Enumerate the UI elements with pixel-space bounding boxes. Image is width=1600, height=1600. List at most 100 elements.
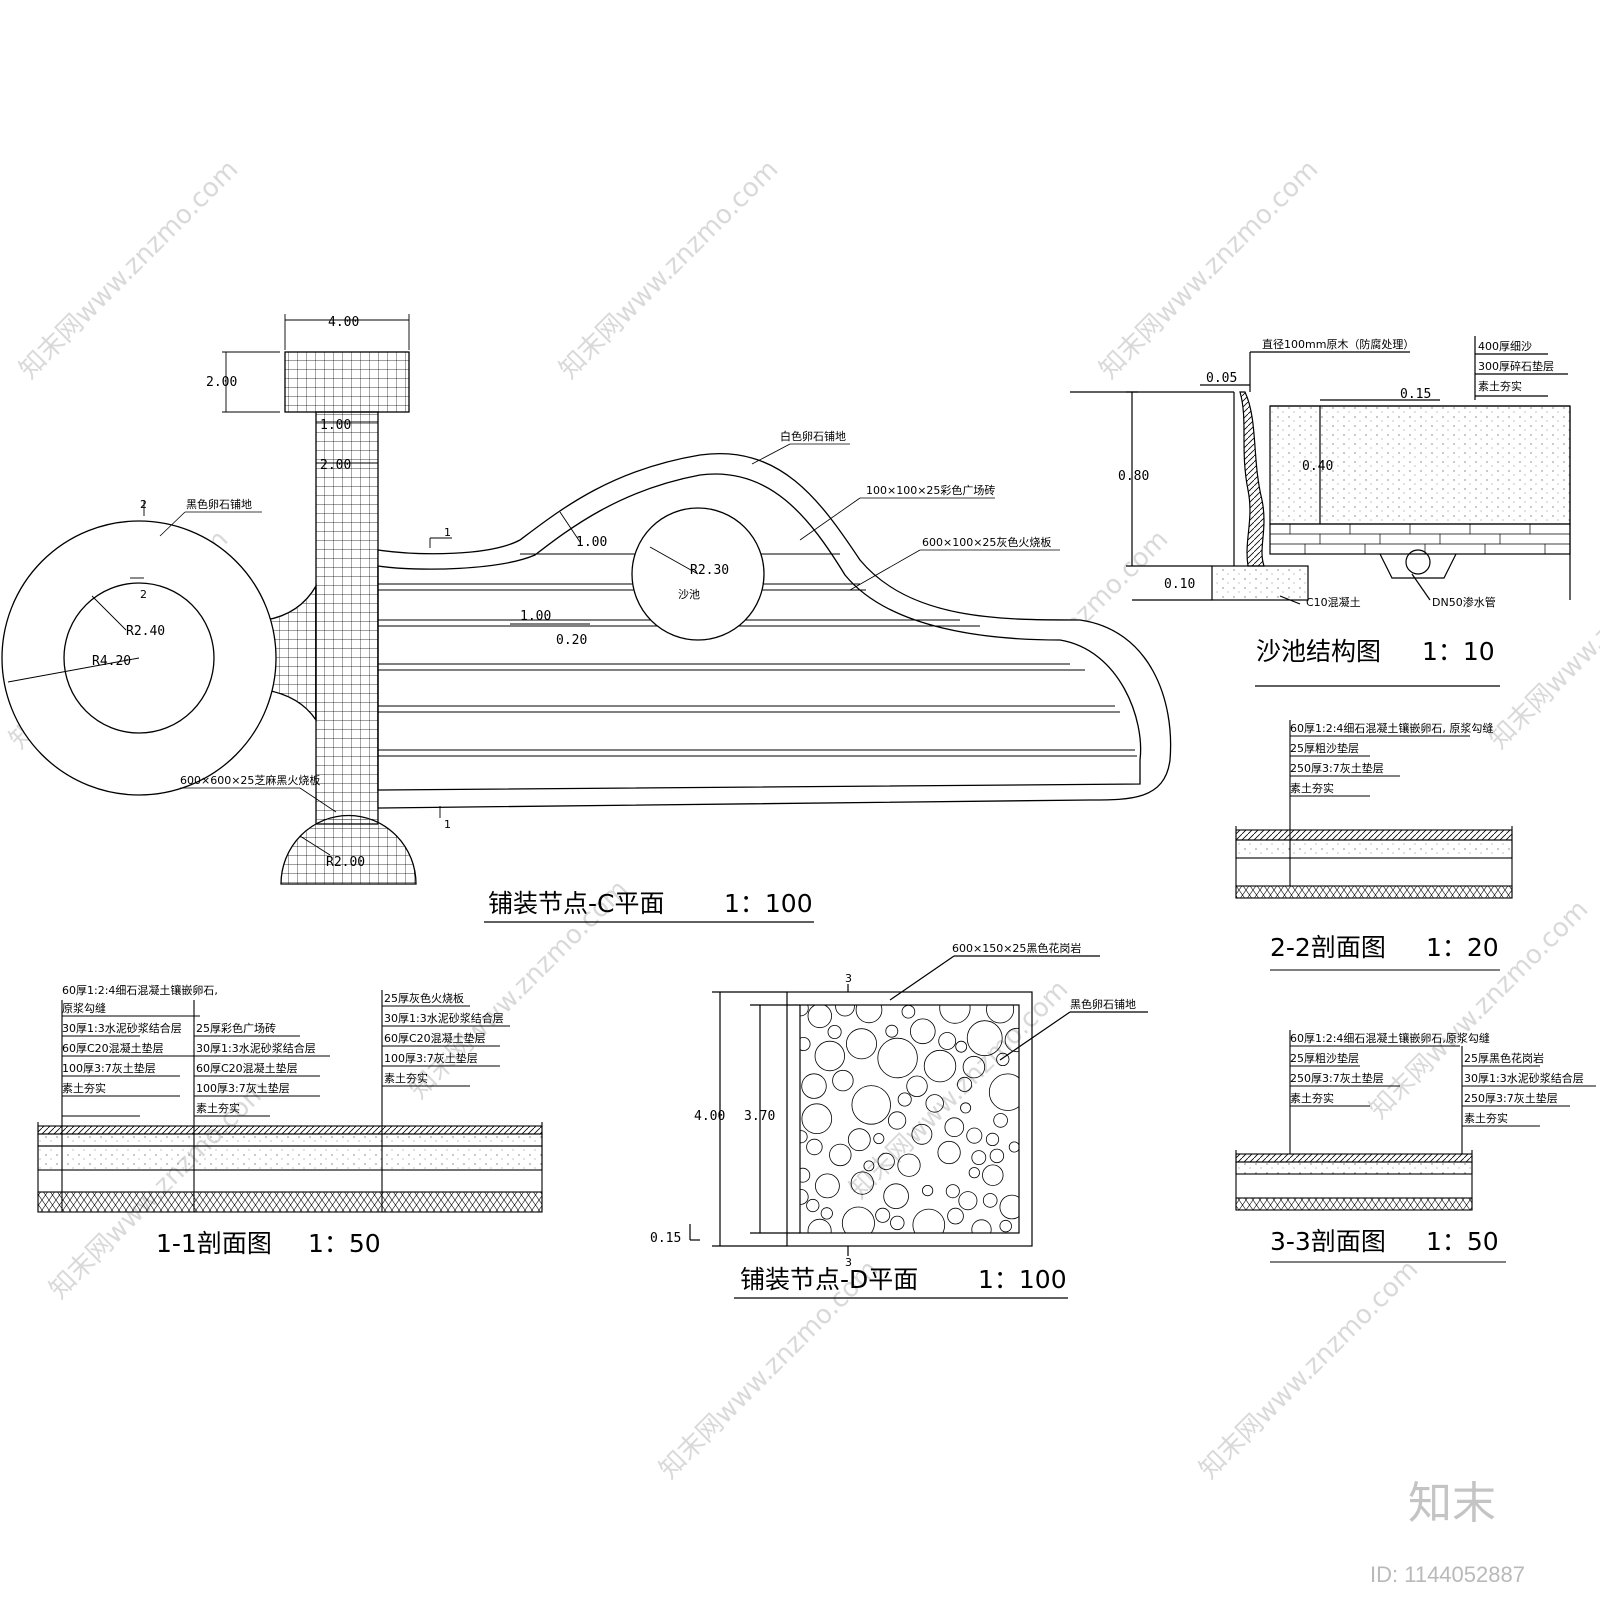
pebble bbox=[911, 1123, 933, 1145]
pebble bbox=[971, 1219, 992, 1233]
pebble bbox=[966, 1127, 983, 1144]
callout-drain-pipe: DN50渗水管 bbox=[1432, 595, 1496, 609]
dim-gap: 0.20 bbox=[556, 633, 587, 648]
pebble bbox=[800, 1167, 811, 1183]
layer-1-1-c-3: 60厚C20混凝土垫层 bbox=[384, 1031, 486, 1045]
timber-log bbox=[1239, 391, 1265, 567]
watermark-text: 知末网www.znzmo.com bbox=[1484, 524, 1600, 755]
pebble bbox=[958, 1191, 978, 1211]
brand-logo: 知末 bbox=[1408, 1478, 1496, 1529]
pebble bbox=[989, 1148, 1005, 1164]
callout-compacted-soil: 素土夯实 bbox=[1478, 379, 1522, 393]
layer-1-1-a-3: 30厚1:3水泥砂浆结合层 bbox=[62, 1021, 182, 1035]
pebble bbox=[909, 1018, 936, 1045]
pebble bbox=[993, 1113, 1008, 1128]
dim-footing: 0.10 bbox=[1164, 577, 1195, 592]
pebble bbox=[885, 1024, 899, 1038]
plan-c-scale: 1：100 bbox=[724, 889, 813, 918]
pebble bbox=[890, 1215, 905, 1231]
layer-1-1-a-4: 60厚C20混凝土垫层 bbox=[62, 1041, 164, 1055]
label-granite: 600×150×25黑色花岗岩 bbox=[952, 941, 1081, 955]
section-3-3-drawing bbox=[1235, 1030, 1596, 1263]
watermark-text: 知末网www.znzmo.com bbox=[14, 154, 245, 385]
drain-pipe bbox=[1405, 549, 1431, 575]
plan-c-dimension-lines bbox=[7, 314, 699, 856]
pebble bbox=[873, 1133, 885, 1145]
vertical-path-paving bbox=[315, 411, 379, 825]
section-mark-3-bottom: 3 bbox=[845, 1256, 852, 1269]
watermark-text: 知末网www.znzmo.com bbox=[1364, 894, 1595, 1125]
callout-log: 直径100mm原木（防腐处理） bbox=[1262, 337, 1414, 351]
pebble bbox=[897, 1153, 921, 1177]
top-square-paving bbox=[284, 351, 410, 413]
pebble bbox=[847, 1128, 871, 1152]
section-2-2-title: 2-2剖面图 bbox=[1270, 933, 1386, 962]
watermark-text: 知末网www.znzmo.com bbox=[554, 154, 785, 385]
plan-d-annotations: 600×150×25黑色花岗岩 黑色卵石铺地 4.00 3.70 0.15 3 … bbox=[650, 941, 1136, 1294]
pebble bbox=[800, 1130, 808, 1144]
pebble bbox=[846, 1028, 878, 1060]
label-sandpit: 沙池 bbox=[678, 588, 700, 601]
pebble bbox=[939, 1005, 971, 1024]
pebble-pattern bbox=[800, 1005, 1019, 1233]
section-mark-2-inner: 2 bbox=[140, 588, 147, 601]
pebble bbox=[855, 1005, 883, 1024]
inner-ring bbox=[63, 582, 215, 734]
pebble bbox=[806, 1138, 823, 1156]
pebble bbox=[912, 1208, 946, 1233]
pebble bbox=[877, 1152, 895, 1171]
label-plaza-brick: 100×100×25彩色广场砖 bbox=[866, 483, 995, 497]
layer-1-1-b-3: 60厚C20混凝土垫层 bbox=[196, 1061, 298, 1075]
layer-3-3-right-3: 250厚3:7灰土垫层 bbox=[1464, 1091, 1558, 1105]
dim-sandpit-radius: R2.30 bbox=[690, 563, 729, 578]
pebble bbox=[923, 1049, 957, 1083]
section-3-3-annotations: 60厚1:2:4细石混凝土镶嵌卵石,原浆勾缝 25厚粗沙垫层 250厚3:7灰土… bbox=[1270, 1031, 1584, 1256]
pebble bbox=[985, 1132, 1000, 1147]
layer-1-1-b-1: 25厚彩色广场砖 bbox=[196, 1021, 276, 1035]
label-black-pebble-d: 黑色卵石铺地 bbox=[1070, 997, 1136, 1011]
pebble bbox=[968, 1167, 980, 1179]
sandpit-scale: 1：10 bbox=[1422, 637, 1495, 666]
pebble bbox=[921, 1185, 934, 1197]
layer-1-1-c-1: 25厚灰色火烧板 bbox=[384, 991, 464, 1005]
pebble bbox=[960, 1102, 972, 1114]
dim-band-width: 1.00 bbox=[576, 535, 607, 550]
pebble bbox=[877, 1037, 918, 1079]
callout-c10-concrete: C10混凝土 bbox=[1306, 595, 1361, 609]
pebble bbox=[982, 1193, 998, 1208]
pebble bbox=[800, 1005, 809, 1017]
plan-d-drawing bbox=[689, 955, 1148, 1299]
plaza-boundary bbox=[377, 453, 1172, 809]
pebble bbox=[841, 1206, 875, 1233]
dim-board-width: 1.00 bbox=[520, 609, 551, 624]
pebble bbox=[829, 1143, 852, 1167]
pebble bbox=[947, 1207, 964, 1225]
image-id: ID: 1144052887 bbox=[1370, 1562, 1525, 1587]
watermark-text: 知末网www.znzmo.com bbox=[844, 974, 1075, 1205]
section-3-3-title: 3-3剖面图 bbox=[1270, 1227, 1386, 1256]
section-1-1-title: 1-1剖面图 bbox=[156, 1229, 272, 1258]
pebble bbox=[945, 1184, 960, 1199]
layer-3-3-left-2: 25厚粗沙垫层 bbox=[1290, 1051, 1359, 1065]
dim-depth: 0.80 bbox=[1118, 469, 1149, 484]
dim-outer-radius: R4.20 bbox=[92, 654, 131, 669]
pebble bbox=[999, 1194, 1019, 1220]
dim-inner-size: 3.70 bbox=[744, 1109, 775, 1124]
brand-watermark: 知末 ID: 1144052887 bbox=[1370, 1478, 1525, 1587]
pebble bbox=[937, 1140, 961, 1165]
layer-1-1-c-5: 素土夯实 bbox=[384, 1071, 428, 1085]
layer-1-1-c-4: 100厚3:7灰土垫层 bbox=[384, 1051, 478, 1065]
layer-1-1-b-2: 30厚1:3水泥砂浆结合层 bbox=[196, 1041, 316, 1055]
pebble bbox=[820, 1207, 833, 1220]
section-1-1-drawing bbox=[37, 990, 543, 1213]
layer-3-3-left-1: 60厚1:2:4细石混凝土镶嵌卵石,原浆勾缝 bbox=[1290, 1031, 1490, 1045]
sandpit-annotations: 直径100mm原木（防腐处理） 400厚细沙 300厚碎石垫层 素土夯实 C10… bbox=[1118, 337, 1554, 666]
section-mark-2-top: 2 bbox=[140, 498, 147, 511]
watermark-text: 知末网www.znzmo.com bbox=[1194, 1254, 1425, 1485]
pebble bbox=[814, 1040, 846, 1072]
pebble bbox=[986, 1005, 1015, 1024]
pebble bbox=[925, 1094, 944, 1113]
pebble bbox=[832, 1069, 854, 1092]
pebble bbox=[999, 1219, 1012, 1233]
